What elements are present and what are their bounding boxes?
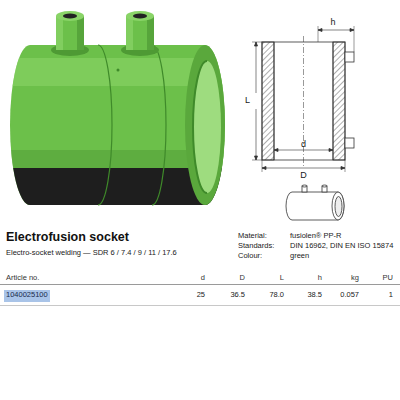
dimension-label: D [300, 170, 307, 180]
product-title: Electrofusion socket [6, 230, 129, 244]
section-drawing [252, 26, 354, 172]
table-header: kg [351, 274, 359, 283]
socket-photo [0, 11, 230, 213]
table-cell: 0.057 [340, 291, 359, 300]
table-cell: 38.5 [307, 291, 322, 300]
table-cell: 1 [389, 291, 393, 300]
table-cell: 25 [197, 291, 205, 300]
table-header: D [240, 274, 245, 283]
table-header: h [318, 274, 322, 283]
dimension-label: L [245, 95, 250, 105]
table-header: d [201, 274, 205, 283]
spec-value: green [290, 252, 309, 261]
spec-key: Material: [238, 232, 267, 241]
table-rules [0, 285, 400, 306]
table-cell: 78.0 [269, 291, 284, 300]
spec-key: Colour: [238, 252, 262, 261]
spec-value: fusiolen® PP-R [290, 232, 341, 241]
table-cell: 36.5 [230, 291, 245, 300]
spec-key: Standards: [238, 242, 274, 251]
article-number: 1040025100 [6, 291, 48, 300]
socket-sketch [286, 185, 344, 220]
dimension-label: d [301, 139, 306, 149]
dimension-label: h [330, 17, 335, 27]
table-header: L [280, 274, 284, 283]
row-highlight [4, 290, 50, 302]
table-header: Article no. [6, 274, 39, 283]
subtitle: Electro-socket welding — SDR 6 / 7.4 / 9… [6, 249, 177, 258]
table-header: PU [383, 274, 393, 283]
spec-value: DIN 16962, DIN EN ISO 15874 [290, 242, 393, 251]
